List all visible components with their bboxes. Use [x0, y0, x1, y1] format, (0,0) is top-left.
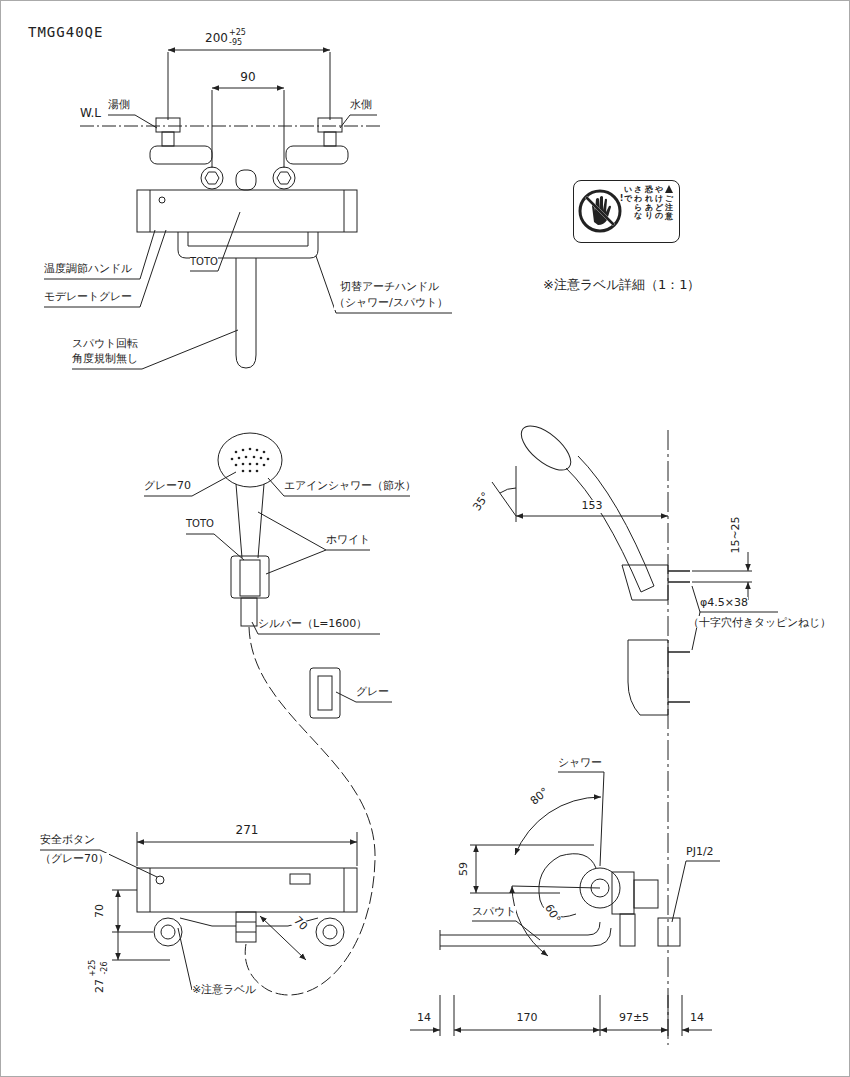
part-label: モデレートグレー	[44, 291, 132, 304]
dimension-text: 80°	[528, 786, 551, 808]
dimension-text: 15~25	[730, 516, 743, 553]
part-label: シルバー（L=1600）	[258, 618, 367, 631]
part-label: TOTO	[186, 518, 214, 530]
part-label: 角度規制無し	[72, 353, 138, 366]
part-label: （十字穴付きタッピンねじ）	[688, 616, 831, 628]
dimension-text: 200	[205, 32, 228, 46]
part-label: ※注意ラベル	[192, 984, 256, 997]
dimension-text: 35°	[471, 490, 493, 513]
dimension-text: 14	[417, 1012, 431, 1025]
dimension-text: 59	[458, 862, 471, 876]
part-label: （シャワー/スパウト）	[334, 297, 448, 310]
dimension-text: 70	[94, 904, 107, 918]
label-heading: ご注意	[665, 195, 673, 221]
part-label: （グレー70）	[40, 853, 109, 866]
part-label: シャワー	[558, 757, 602, 770]
part-label: 安全ボタン	[40, 834, 95, 847]
dimension-text: +25	[229, 28, 246, 37]
part-label: 水側	[350, 99, 372, 112]
part-label: グレー	[356, 686, 389, 699]
dimension-text: 14	[690, 1012, 704, 1025]
part-label: エアインシャワー（節水）	[284, 480, 416, 493]
part-label: 切替アーチハンドル	[340, 281, 439, 294]
label-body: やけどの恐れありさわらないで!	[623, 186, 663, 221]
dimension-text: -95	[229, 38, 242, 47]
dimension-text: 60°	[542, 902, 563, 925]
part-label: グレー70	[144, 480, 191, 493]
part-label: ホワイト	[326, 534, 370, 547]
dimension-text: 97±5	[619, 1012, 649, 1025]
part-label: PJ1/2	[686, 846, 714, 859]
dimension-text: 90	[240, 71, 255, 85]
dimension-text: -26	[100, 961, 109, 974]
part-label: W.L	[80, 107, 101, 121]
part-label: ※注意ラベル詳細（1：1）	[543, 278, 700, 293]
part-label: 湯側	[108, 99, 130, 112]
dimension-text: 170	[517, 1012, 538, 1025]
part-label: スパウト	[472, 906, 516, 919]
part-label: TOTO	[190, 256, 218, 268]
model-title: TMGG40QE	[28, 24, 103, 40]
dimension-text: φ4.5×38	[700, 597, 748, 610]
dimension-text: +25	[88, 960, 97, 977]
dimension-text: 27	[94, 979, 107, 993]
caution-label: ご注意やけどの恐れありさわらないで!	[573, 180, 680, 243]
dimension-text: 153	[582, 500, 603, 513]
part-label: スパウト回転	[72, 338, 138, 351]
part-label: 温度調節ハンドル	[44, 263, 132, 276]
dimension-text: 271	[236, 824, 259, 838]
label-columns: ご注意やけどの恐れありさわらないで!	[623, 186, 673, 221]
dimension-text: 70	[291, 915, 310, 934]
